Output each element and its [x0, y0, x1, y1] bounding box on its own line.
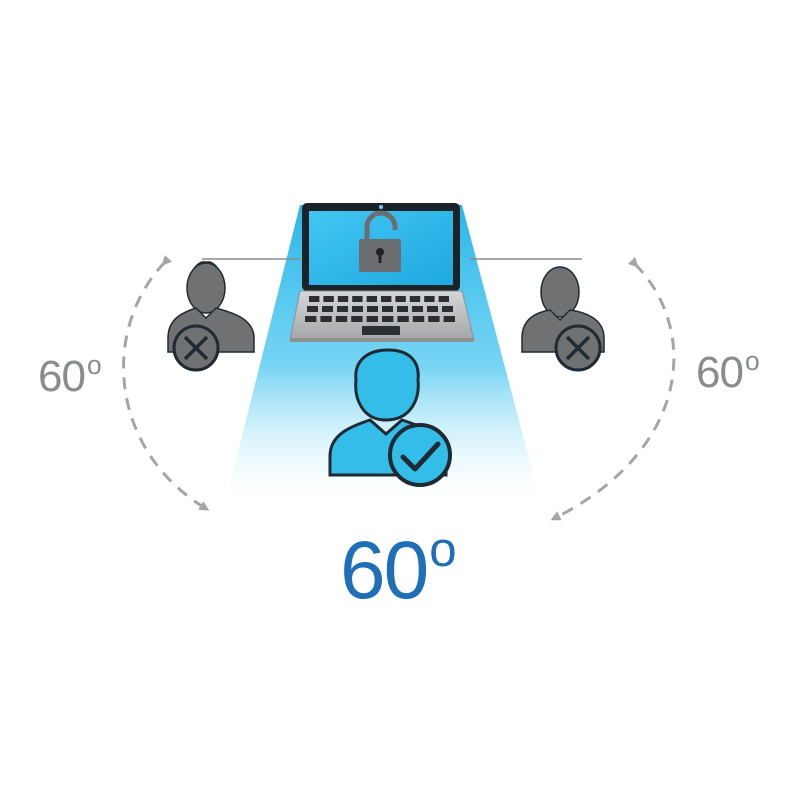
left-angle-arc: [122, 254, 210, 511]
left-angle-label: 60o: [38, 350, 102, 402]
authorized-user: [328, 348, 452, 487]
keyboard-key: [424, 296, 435, 302]
keyboard-key: [352, 296, 363, 302]
keyboard-key: [428, 316, 440, 322]
keyboard-key: [412, 306, 423, 312]
right-angle-arc: [550, 256, 676, 521]
user-check-icon: [388, 423, 452, 487]
keyboard-key: [305, 316, 317, 322]
keyboard-key: [320, 316, 332, 322]
blocked-user-right: [521, 266, 605, 372]
keyboard-key: [381, 296, 392, 302]
keyboard-key: [307, 306, 318, 312]
webcam: [379, 205, 383, 209]
keyboard-key: [322, 306, 333, 312]
user-x-icon: [172, 324, 220, 372]
left-angle-value: 60: [38, 352, 86, 402]
center-angle-value: 60: [340, 524, 429, 616]
left-angle-degree: o: [86, 350, 102, 380]
keyboard-key: [409, 296, 421, 302]
center-angle-label: 60o: [340, 522, 457, 612]
trackpad: [362, 326, 400, 335]
keyboard-key: [397, 306, 408, 312]
user-blue-head: [354, 348, 420, 422]
unlocked-padlock-icon: [359, 210, 401, 272]
keyboard-key: [309, 296, 320, 302]
keyboard-key: [366, 296, 377, 302]
keyboard-key: [335, 316, 348, 322]
keyboard-key: [442, 306, 453, 312]
keyboard-key: [366, 316, 378, 322]
keyboard-key: [323, 296, 334, 302]
keyboard: [305, 296, 455, 322]
keyboard-key: [352, 306, 363, 312]
keyboard-key: [438, 296, 449, 302]
blocked-user-left: [167, 261, 255, 372]
keyboard-key: [367, 306, 378, 312]
center-angle-degree: o: [429, 522, 456, 577]
keyboard-key: [443, 316, 455, 322]
keyboard-key: [397, 316, 409, 322]
keyboard-key: [412, 316, 425, 322]
right-angle-value: 60: [696, 348, 744, 398]
keyboard-key: [382, 316, 394, 322]
user-x-icon: [554, 324, 602, 372]
keyboard-key: [337, 306, 348, 312]
keyboard-key: [395, 296, 406, 302]
right-angle-degree: o: [744, 346, 760, 376]
laptop: [289, 203, 475, 342]
right-angle-label: 60o: [696, 346, 760, 398]
keyboard-key: [427, 306, 438, 312]
keyboard-key: [382, 306, 393, 312]
keyboard-key: [337, 296, 349, 302]
keyboard-key: [351, 316, 363, 322]
